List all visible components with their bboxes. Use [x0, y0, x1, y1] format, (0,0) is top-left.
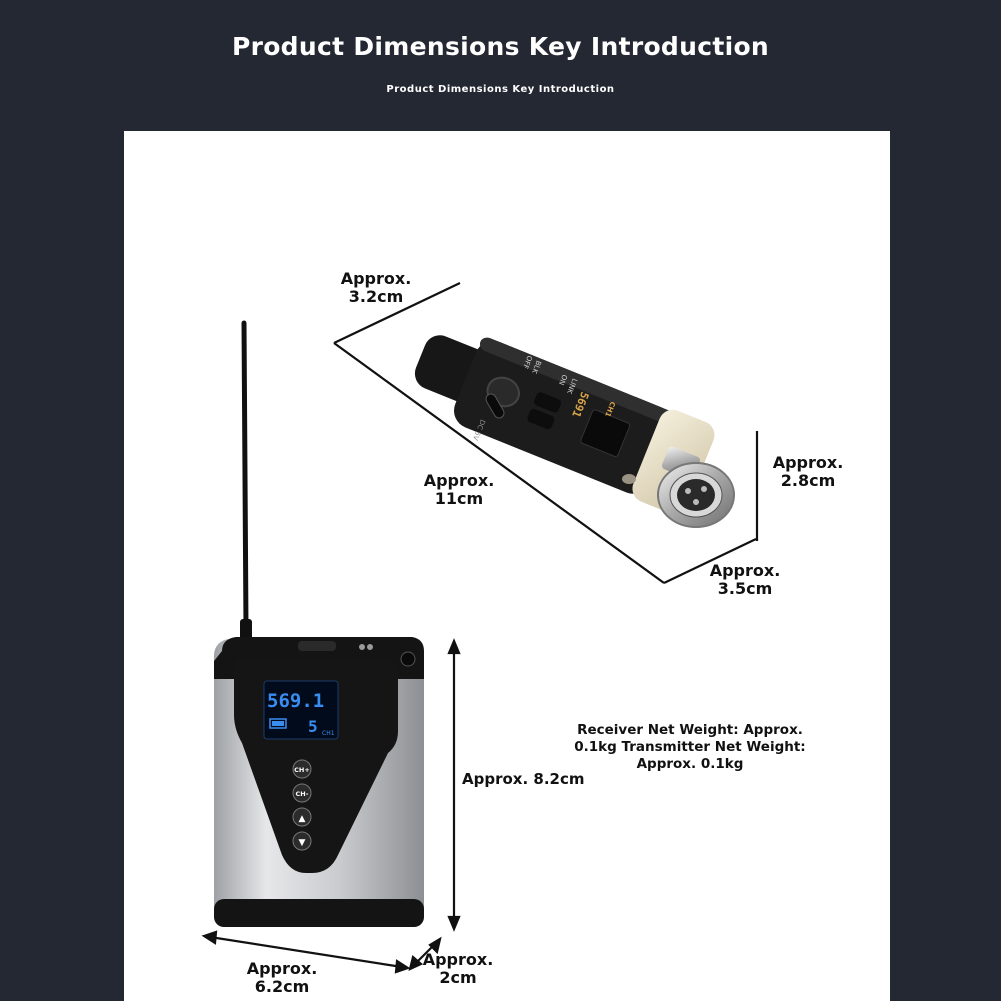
- receiver-height-label: Approx. 2.8cm: [772, 453, 844, 490]
- receiver-width-label: Approx. 3.2cm: [340, 269, 412, 306]
- receiver-length-label: Approx. 11cm: [423, 471, 495, 508]
- transmitter-height-label: Approx. 8.2cm: [462, 770, 585, 788]
- product-illustration: BLK OFF LINK ON DC 5V 5691 CH1: [201, 282, 759, 974]
- receiver-on-label: ON: [557, 373, 568, 386]
- receiver-depth-label: Approx. 3.5cm: [709, 561, 781, 598]
- ch-plus-button: [292, 759, 312, 779]
- transmitter-buttons: CH+ CH- ▲ ▼: [292, 759, 312, 851]
- xlr-connector-icon: [622, 446, 735, 528]
- ch-plus-label: CH+: [294, 766, 310, 774]
- weight-note: Receiver Net Weight: Approx. 0.1kg Trans…: [574, 722, 806, 772]
- ch-minus-label: CH-: [296, 790, 309, 798]
- transmitter-screen-unit: CH1: [322, 730, 335, 737]
- receiver-switch: [534, 392, 562, 413]
- transmitter-depth-label: Approx. 2cm: [422, 950, 494, 987]
- page-subtitle: Product Dimensions Key Introduction: [386, 84, 615, 95]
- receiver-dimension-lines: [333, 282, 759, 584]
- receiver-screen: [580, 409, 631, 457]
- receiver-device: BLK OFF LINK ON DC 5V 5691 CH1: [414, 335, 735, 528]
- page-title: Product Dimensions Key Introduction: [231, 32, 770, 61]
- transmitter-device: 569.1 5 CH1 CH+ CH- ▲ ▼: [214, 320, 424, 927]
- down-button: [292, 831, 312, 851]
- up-button: [292, 807, 312, 827]
- transmitter-dimension-lines: [201, 638, 461, 974]
- product-panel: BLK OFF LINK ON DC 5V 5691 CH1: [124, 131, 890, 1001]
- ch-minus-button: [292, 783, 312, 803]
- down-arrow-icon: ▼: [299, 838, 306, 848]
- usb-c-port-icon: [485, 393, 505, 419]
- antenna-icon: [241, 320, 249, 632]
- transmitter-width-label: Approx. 6.2cm: [246, 959, 318, 996]
- transmitter-screen-channel: 5: [308, 717, 318, 736]
- transmitter-screen-frequency: 569.1: [267, 690, 324, 712]
- battery-icon: [269, 718, 287, 729]
- up-arrow-icon: ▲: [299, 814, 306, 824]
